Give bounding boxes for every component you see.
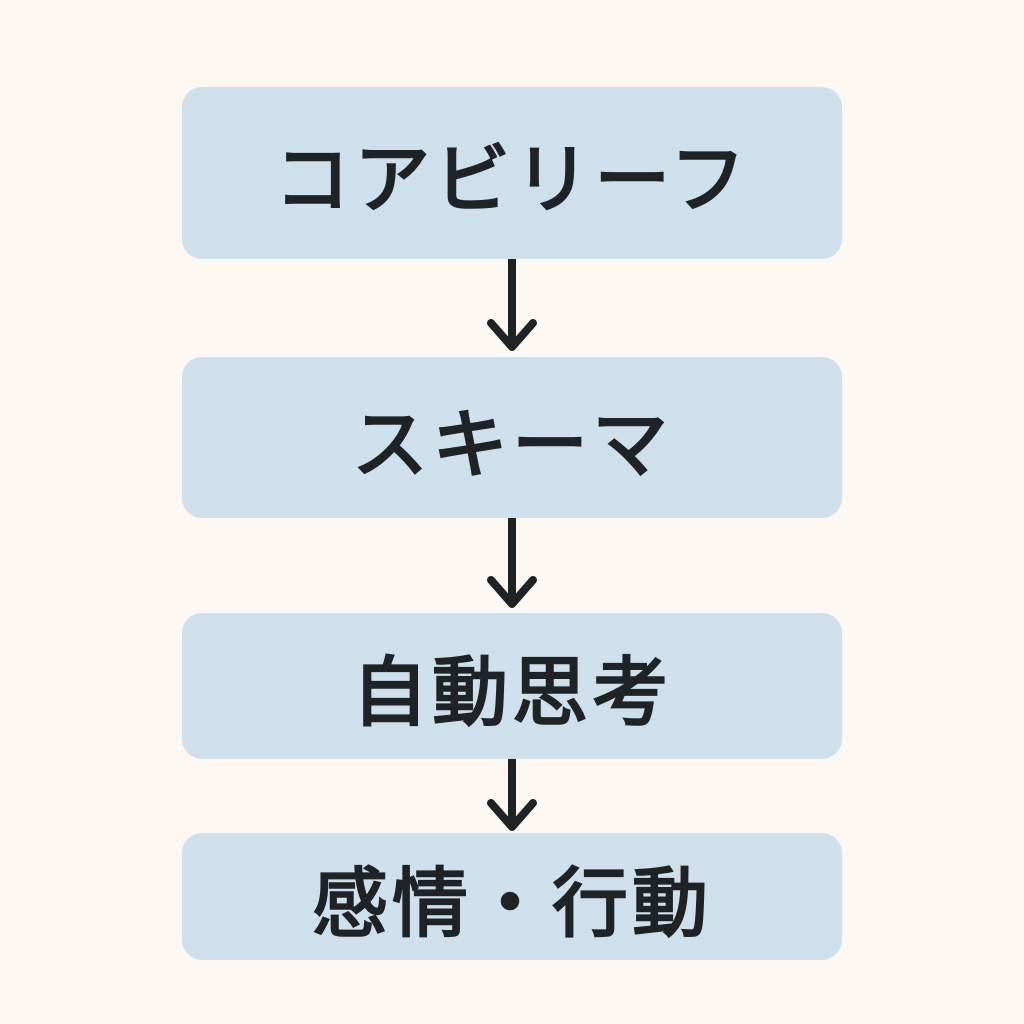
node-automatic-thoughts-label: 自動思考 — [352, 648, 672, 737]
node-core-belief-label: コアビリーフ — [274, 135, 750, 224]
node-schema-label: スキーマ — [352, 399, 672, 489]
node-automatic-thoughts: 自動思考 — [182, 613, 842, 759]
arrow-down-icon — [487, 518, 537, 608]
node-emotion-behavior-label: 感情・行動 — [312, 858, 712, 948]
node-core-belief: コアビリーフ — [182, 87, 842, 259]
node-schema: スキーマ — [182, 357, 842, 518]
node-emotion-behavior: 感情・行動 — [182, 833, 842, 960]
arrow-down-icon — [487, 259, 537, 351]
arrow-down-icon — [487, 759, 537, 831]
